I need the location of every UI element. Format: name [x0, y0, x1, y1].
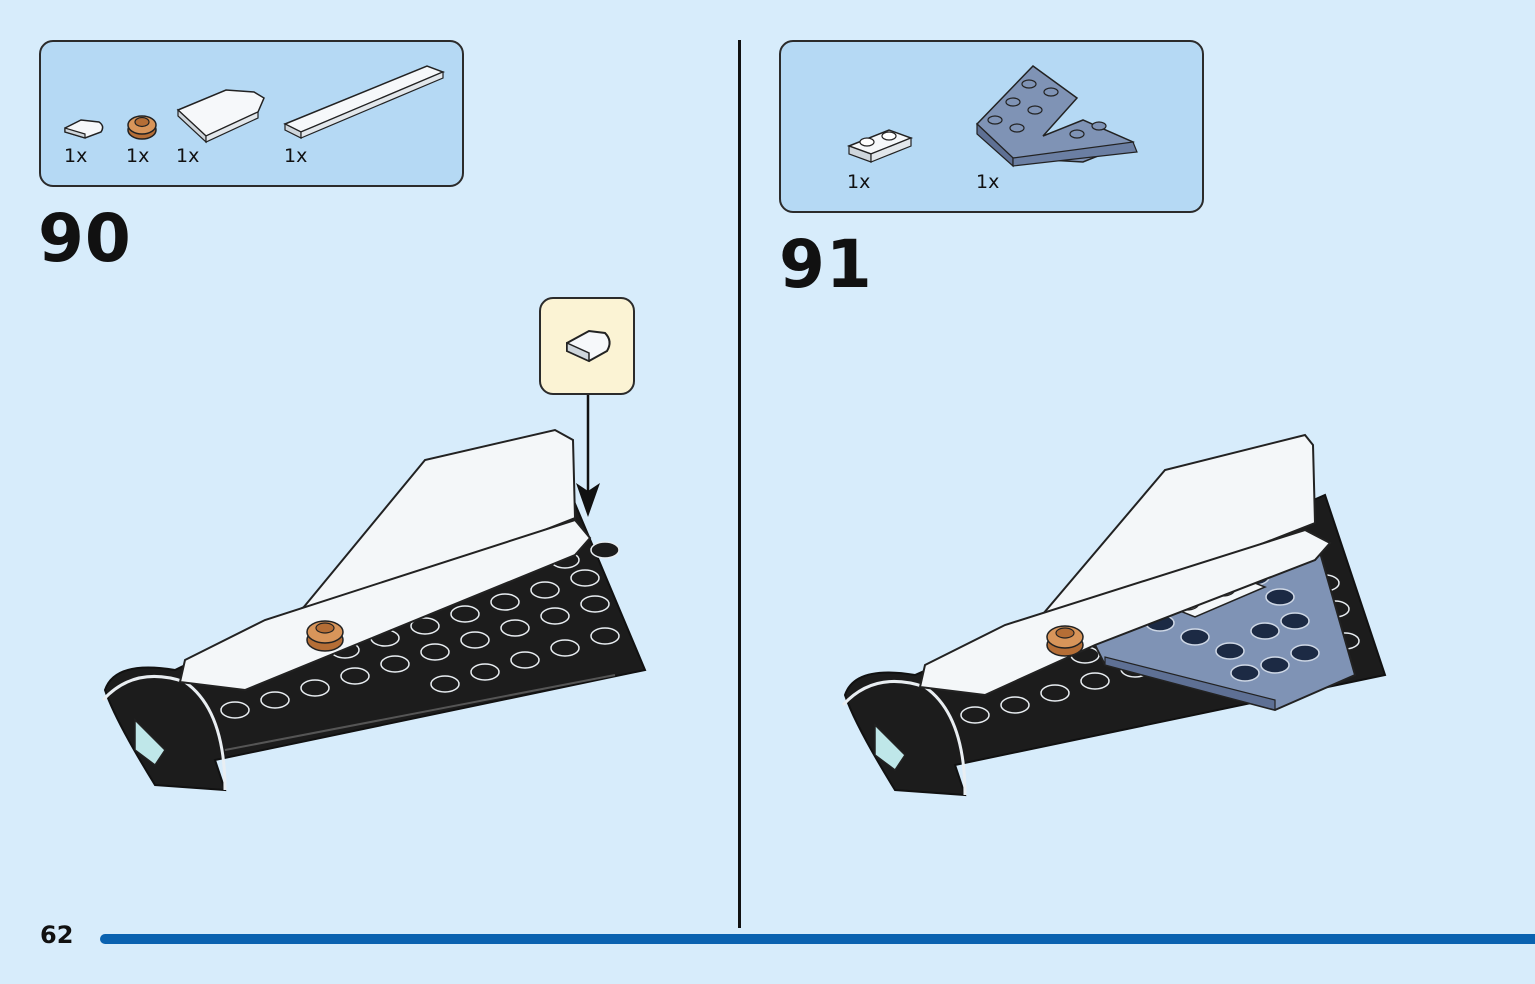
part-qty: 1x	[64, 145, 88, 167]
part-qty: 1x	[126, 145, 150, 167]
model-illustration-step-91	[841, 433, 1387, 797]
placement-arrow	[576, 395, 600, 517]
parts-list-box-step-91: 1x 1x	[779, 40, 1204, 213]
footer-bar	[100, 934, 1535, 944]
white-wedge-plate-icon	[176, 89, 265, 144]
parts-list-box-step-90: 1x 1x 1x 1x	[39, 40, 464, 187]
pearl-gold-round-plate-icon	[127, 115, 157, 140]
white-long-tile-icon	[283, 65, 446, 139]
white-plate-1x2-icon	[846, 129, 914, 163]
part-qty: 1x	[847, 171, 871, 193]
page-number: 62	[40, 921, 74, 949]
page-divider	[738, 40, 741, 928]
part-qty: 1x	[284, 145, 308, 167]
model-illustration-step-90	[101, 428, 647, 792]
white-curved-tile-icon	[566, 329, 611, 363]
step-number: 90	[38, 200, 132, 277]
white-curved-tile-icon	[64, 119, 104, 139]
part-qty: 1x	[176, 145, 200, 167]
part-qty: 1x	[976, 171, 1000, 193]
sub-step-callout	[539, 297, 635, 395]
sand-blue-wedge-plate-icon	[975, 65, 1138, 168]
step-number: 91	[779, 226, 873, 303]
